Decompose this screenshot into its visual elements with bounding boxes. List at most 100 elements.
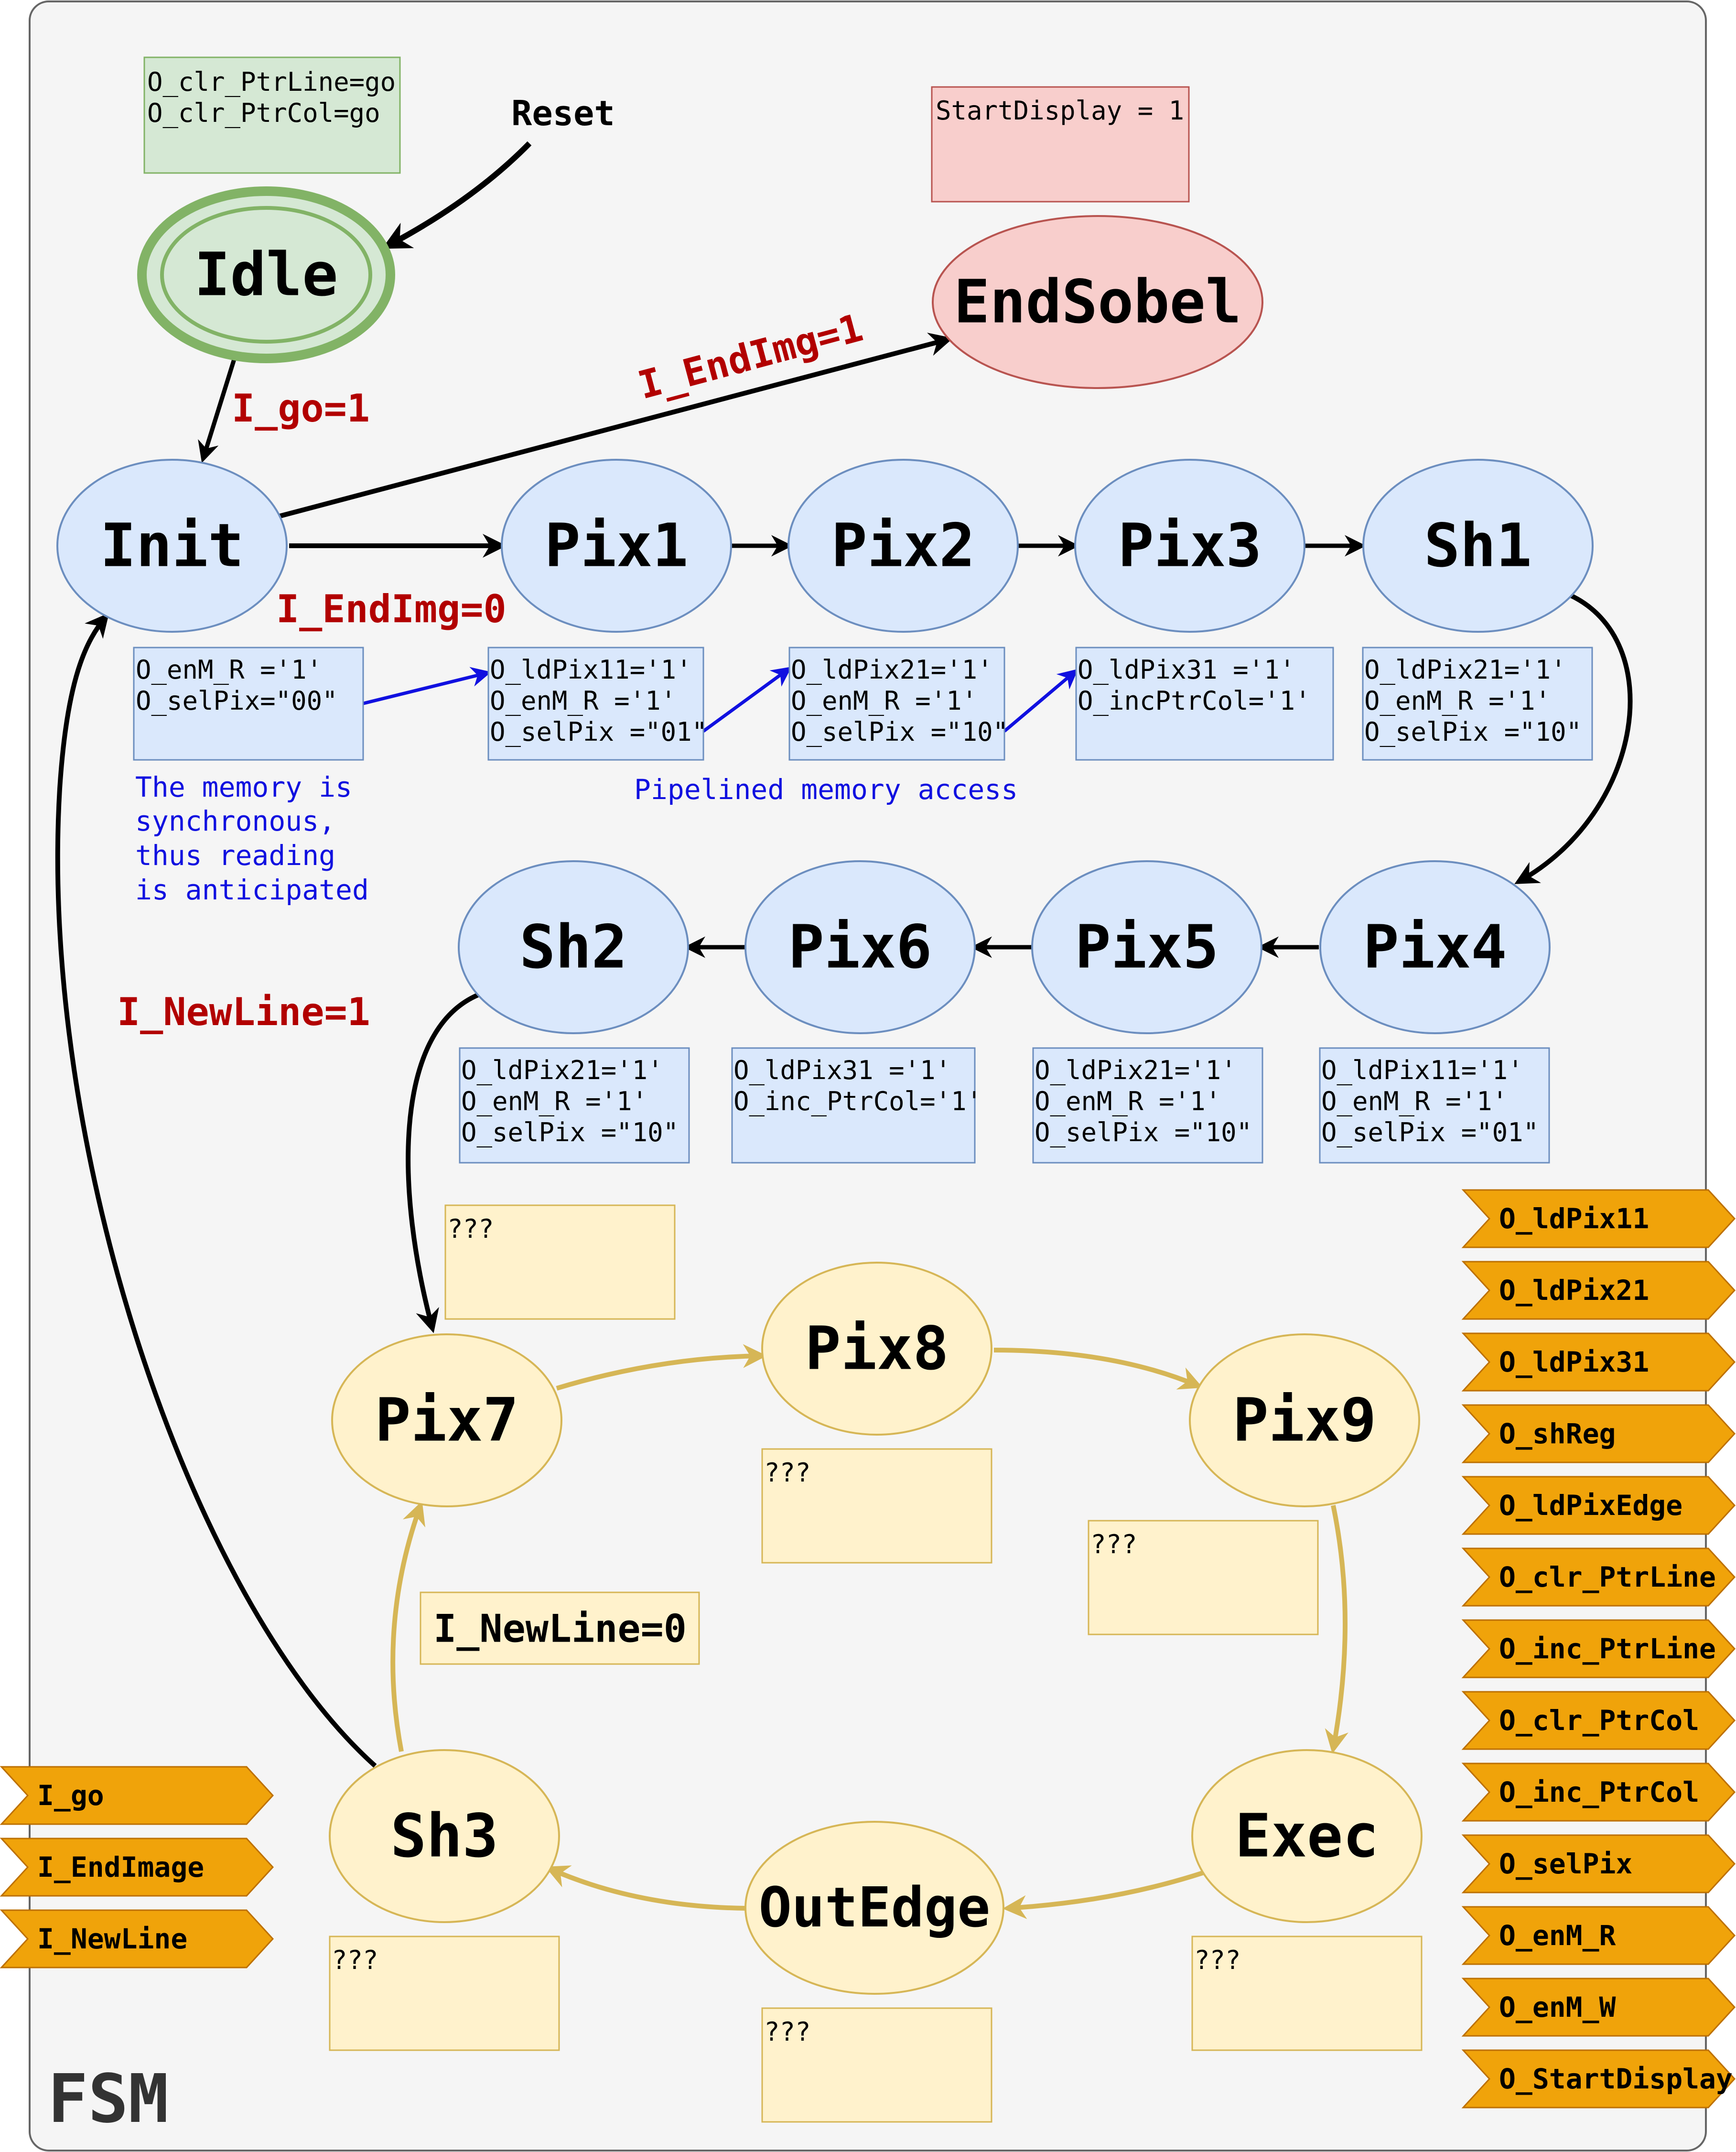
state-label: Pix7 [375,1386,518,1455]
signal-label: O_shReg [1499,1417,1616,1450]
state-pix5[interactable]: Pix5 [1031,860,1262,1034]
action-box-pix4: O_ldPix11='1' O_enM_R ='1' O_selPix ="01… [1319,1047,1550,1164]
state-label: Pix1 [544,511,688,581]
input-signal-tag: I_NewLine [0,1909,274,1968]
states: Idle EndSobel Init Pix1 Pix2 Pix3 Sh1 [56,186,1594,1995]
state-sh2[interactable]: Sh2 [458,860,689,1034]
state-label: Pix9 [1232,1386,1376,1455]
output-signal-tag: O_enM_W [1461,1978,1736,2037]
action-line: O_selPix ="10" [461,1117,679,1147]
signal-label: O_clr_PtrCol [1499,1704,1699,1737]
state-endsobel[interactable]: EndSobel [932,215,1263,389]
transition-labels: Reset I_go=1 I_EndImg=1 I_EndImg=0 I_New… [117,93,867,1665]
transition-label-newline0: I_NewLine=0 [433,1607,687,1651]
action-line: ??? [447,1214,494,1244]
action-box-pix6: O_ldPix31 ='1' O_inc_PtrCol='1' [731,1047,982,1164]
state-init[interactable]: Init [56,459,288,633]
state-pix1[interactable]: Pix1 [501,459,732,633]
action-boxes: O_clr_PtrLine=go O_clr_PtrCol=go StartDi… [133,56,1593,2123]
action-line: O_ldPix21='1' [1364,655,1566,685]
state-pix3[interactable]: Pix3 [1074,459,1305,633]
output-signal-tag: O_ldPix31 [1461,1332,1736,1392]
state-label: Pix6 [788,913,932,982]
arrow-sh3-init [55,613,377,1768]
state-label: Pix5 [1075,913,1218,982]
signal-label: O_inc_PtrLine [1499,1633,1716,1665]
transition-label-newline0-box: I_NewLine=0 [420,1591,700,1665]
note-line: thus reading [135,839,335,872]
state-pix2[interactable]: Pix2 [787,459,1019,633]
note-line: synchronous, [135,805,335,837]
action-line: StartDisplay = 1 [936,96,1184,126]
action-line: ??? [1194,1945,1241,1975]
state-label: Init [100,511,244,581]
state-exec[interactable]: Exec [1191,1749,1423,1923]
action-box-pix2: O_ldPix21='1' O_enM_R ='1' O_selPix ="10… [788,647,1008,761]
output-signal-tag: O_clr_PtrLine [1461,1547,1736,1607]
action-line: O_clr_PtrLine=go [147,67,396,97]
notes: The memory is synchronous, thus reading … [135,771,1018,906]
action-line: O_selPix ="10" [1035,1117,1252,1147]
state-pix7[interactable]: Pix7 [331,1333,562,1507]
state-sh3[interactable]: Sh3 [329,1749,560,1923]
action-box-sh1: O_ldPix21='1' O_enM_R ='1' O_selPix ="10… [1362,647,1593,761]
pipeline-arrow-1 [363,667,492,705]
signal-label: O_ldPix11 [1499,1202,1649,1235]
output-signal-tag: O_enM_R [1461,1906,1736,1965]
action-line: ??? [764,1458,811,1488]
output-signal-tag: O_StartDisplay [1461,2049,1736,2109]
note-line: The memory is [135,771,352,803]
action-line: O_selPix ="01" [490,717,707,747]
state-pix8[interactable]: Pix8 [761,1262,992,1436]
state-label: Sh1 [1424,511,1532,581]
action-box-endsobel: StartDisplay = 1 [931,86,1190,203]
action-line: O_enM_R ='1' [136,655,322,685]
arrow-pix9-exec [1325,1504,1348,1754]
arrow-sh2-pix7 [406,993,479,1333]
state-pix4[interactable]: Pix4 [1319,860,1551,1034]
state-pix9[interactable]: Pix9 [1189,1333,1420,1507]
transition-label-newline1: I_NewLine=1 [117,990,370,1034]
action-box-init: O_enM_R ='1' O_selPix="00" [133,647,364,761]
output-signal-tag: O_ldPixEdge [1461,1476,1736,1535]
action-box-idle: O_clr_PtrLine=go O_clr_PtrCol=go [143,56,401,174]
arrow-sh3-pix7 [390,1501,425,1752]
state-pix6[interactable]: Pix6 [744,860,976,1034]
action-line: ??? [332,1945,378,1975]
state-label: Pix8 [805,1314,949,1384]
signal-label: O_enM_R [1499,1919,1616,1952]
arrow-outedge-sh3 [545,1865,746,1911]
state-label: Pix3 [1118,511,1262,581]
action-box-pix9: ??? [1088,1520,1319,1635]
action-line: O_ldPix21='1' [1035,1055,1237,1085]
signal-label: O_clr_PtrLine [1499,1561,1716,1593]
state-label: Sh3 [390,1802,498,1871]
arrow-pix7-pix8 [556,1344,767,1391]
signal-label: O_ldPix21 [1499,1274,1649,1307]
signal-label: I_EndImage [37,1851,204,1883]
arrow-reset-idle [382,141,532,249]
output-signal-tag: O_clr_PtrCol [1461,1691,1736,1750]
action-line: O_enM_R ='1' [1321,1086,1508,1116]
state-sh1[interactable]: Sh1 [1362,459,1594,633]
arrow-idle-init [198,358,237,463]
state-label: EndSobel [954,268,1241,337]
fsm-title: FSM [48,2060,169,2138]
output-signal-tag: O_selPix [1461,1834,1736,1893]
action-line: O_enM_R ='1' [791,686,977,716]
action-line: O_ldPix11='1' [490,655,692,685]
signal-label: O_ldPix31 [1499,1346,1649,1378]
state-label: OutEdge [759,1876,991,1940]
action-line: O_enM_R ='1' [461,1086,647,1116]
output-signal-tag: O_inc_PtrLine [1461,1619,1736,1678]
arrow-init-endsobel [279,333,953,519]
action-line: O_clr_PtrCol=go [147,98,380,128]
state-idle[interactable]: Idle [137,186,395,363]
action-line: O_ldPix21='1' [461,1055,663,1085]
signal-label: I_NewLine [37,1923,187,1955]
action-line: O_selPix ="01" [1321,1117,1539,1147]
transition-label-go: I_go=1 [232,386,370,431]
state-outedge[interactable]: OutEdge [744,1821,1004,1995]
action-line: O_ldPix11='1' [1321,1055,1523,1085]
